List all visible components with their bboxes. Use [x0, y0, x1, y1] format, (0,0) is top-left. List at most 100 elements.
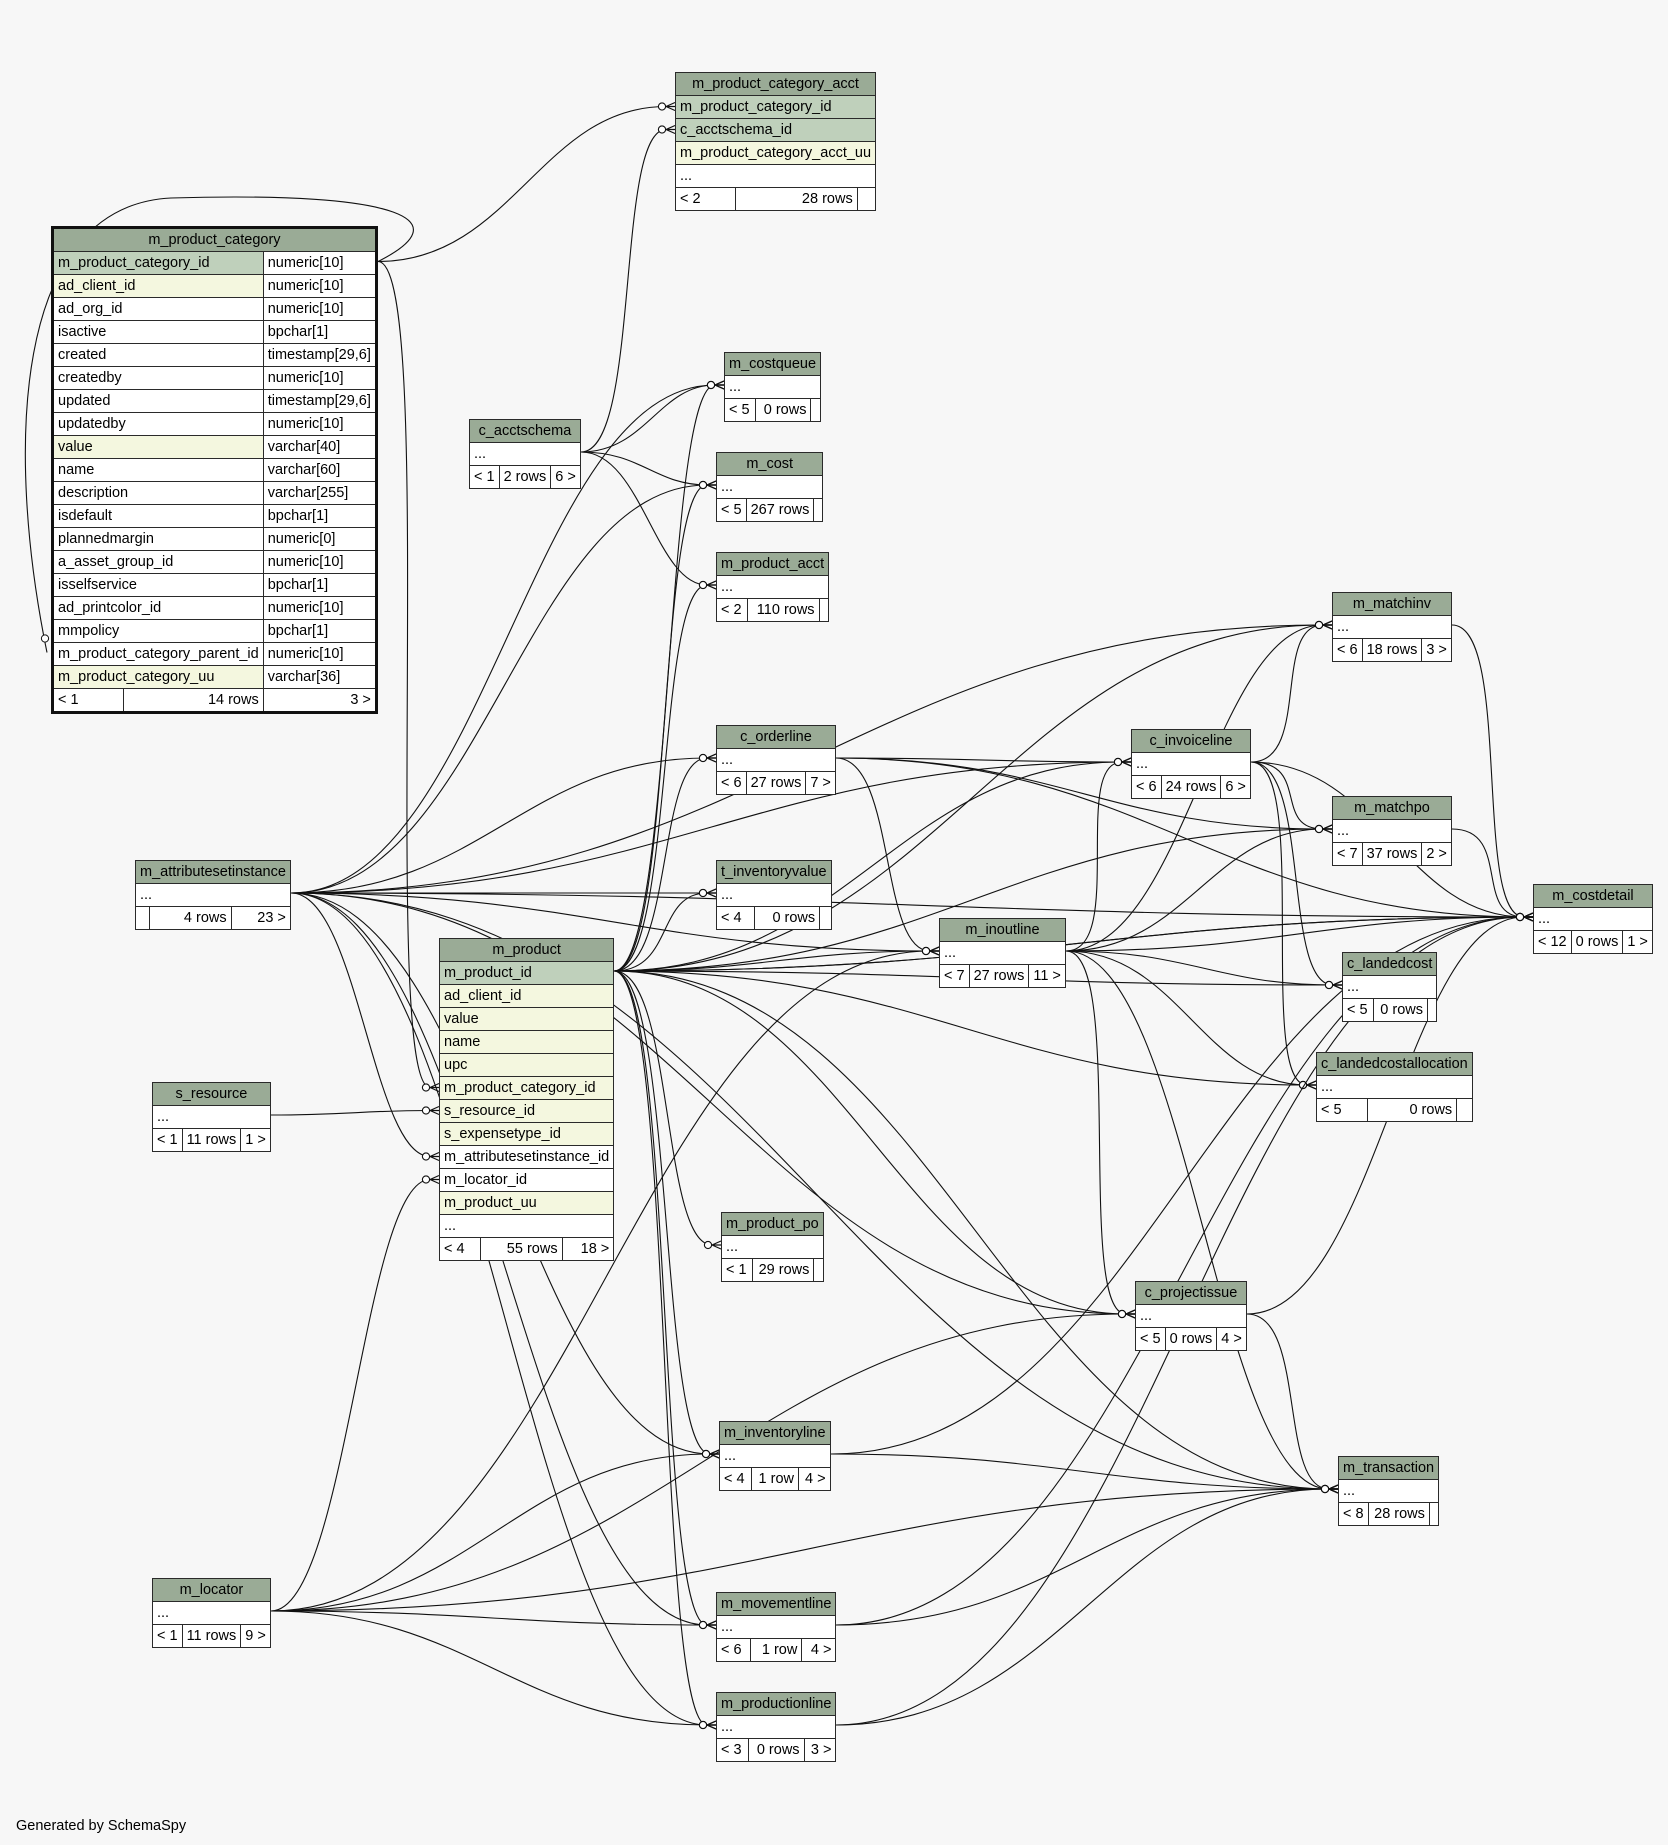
table-title[interactable]: m_product_category_acct: [674, 72, 877, 96]
table-title[interactable]: c_landedcostallocation: [1316, 1052, 1473, 1076]
parents-link[interactable]: < 4: [719, 1467, 752, 1491]
parents-link[interactable]: < 5: [1135, 1327, 1166, 1351]
children-link[interactable]: 3 >: [803, 1738, 837, 1762]
children-link[interactable]: 2 >: [1421, 842, 1452, 866]
table-title[interactable]: m_attributesetinstance: [135, 860, 291, 884]
parents-link[interactable]: < 8: [1337, 1502, 1370, 1526]
table-title[interactable]: s_resource: [152, 1082, 271, 1106]
children-link[interactable]: [1428, 1502, 1440, 1526]
table-title[interactable]: m_product_category: [52, 227, 377, 252]
children-link[interactable]: 18 >: [561, 1237, 615, 1261]
table-title[interactable]: m_product_acct: [715, 552, 830, 576]
children-link[interactable]: [1456, 1098, 1473, 1122]
parents-link[interactable]: < 6: [1131, 775, 1162, 799]
table-title[interactable]: m_matchinv: [1332, 592, 1452, 616]
parents-link[interactable]: [134, 906, 151, 930]
table-title[interactable]: c_landedcost: [1341, 952, 1438, 976]
table-title[interactable]: m_inventoryline: [719, 1421, 831, 1445]
parents-link[interactable]: < 1: [152, 1128, 183, 1152]
parents-link[interactable]: < 1: [51, 688, 125, 713]
children-link[interactable]: [813, 498, 824, 522]
children-link[interactable]: 1 >: [240, 1128, 271, 1152]
parents-link[interactable]: < 2: [674, 187, 737, 211]
parents-link[interactable]: < 5: [1316, 1098, 1368, 1122]
children-link[interactable]: [856, 187, 877, 211]
table-title[interactable]: c_acctschema: [469, 419, 581, 443]
parents-link[interactable]: < 3: [716, 1738, 749, 1762]
children-link[interactable]: 4 >: [801, 1638, 837, 1662]
parents-link[interactable]: < 5: [716, 498, 747, 522]
parents-link[interactable]: < 4: [716, 906, 755, 930]
children-link[interactable]: 9 >: [240, 1624, 271, 1648]
table-title[interactable]: m_cost: [715, 452, 824, 476]
children-link[interactable]: [813, 1258, 824, 1282]
table-title[interactable]: m_locator: [152, 1578, 271, 1602]
children-link[interactable]: [810, 398, 822, 422]
parents-link[interactable]: < 12: [1533, 930, 1572, 954]
children-link[interactable]: [818, 598, 830, 622]
table-title[interactable]: m_costqueue: [723, 352, 822, 376]
parents-link[interactable]: < 7: [939, 964, 970, 988]
children-link[interactable]: 3 >: [1421, 638, 1452, 662]
parents-link[interactable]: < 1: [469, 465, 500, 489]
children-link[interactable]: 7 >: [805, 771, 836, 795]
table-title[interactable]: c_orderline: [716, 725, 836, 749]
table-title[interactable]: c_projectissue: [1135, 1281, 1247, 1305]
parents-link[interactable]: < 1: [721, 1258, 753, 1282]
table-title[interactable]: m_costdetail: [1533, 884, 1653, 908]
table-title[interactable]: m_product_po: [721, 1212, 824, 1236]
table-title[interactable]: c_invoiceline: [1131, 729, 1251, 753]
children-link[interactable]: 23 >: [230, 906, 291, 930]
parents-link[interactable]: < 7: [1332, 842, 1363, 866]
parents-link[interactable]: < 6: [716, 771, 747, 795]
parents-link[interactable]: < 6: [715, 1638, 752, 1662]
parents-link[interactable]: < 6: [1332, 638, 1363, 662]
table-title[interactable]: m_movementline: [715, 1592, 837, 1616]
table-title[interactable]: m_matchpo: [1332, 796, 1452, 820]
children-link[interactable]: 1 >: [1622, 930, 1653, 954]
parents-link[interactable]: < 2: [715, 598, 749, 622]
table-title[interactable]: m_productionline: [715, 1692, 837, 1716]
children-link[interactable]: 11 >: [1028, 964, 1066, 988]
children-link[interactable]: 6 >: [1220, 775, 1251, 799]
parents-link[interactable]: < 5: [723, 398, 757, 422]
children-link[interactable]: 4 >: [1216, 1327, 1247, 1351]
children-link[interactable]: [819, 906, 832, 930]
children-link[interactable]: 6 >: [550, 465, 581, 489]
table-title[interactable]: m_product: [438, 938, 615, 962]
children-link[interactable]: 3 >: [262, 688, 377, 713]
table-title[interactable]: m_transaction: [1337, 1456, 1440, 1480]
children-link[interactable]: [1426, 998, 1438, 1022]
parents-link[interactable]: < 4: [439, 1237, 481, 1261]
table-title[interactable]: m_inoutline: [939, 918, 1066, 942]
table-title[interactable]: t_inventoryvalue: [716, 860, 832, 884]
children-link[interactable]: 4 >: [798, 1467, 831, 1491]
parents-link[interactable]: < 5: [1342, 998, 1374, 1022]
parents-link[interactable]: < 1: [152, 1624, 183, 1648]
